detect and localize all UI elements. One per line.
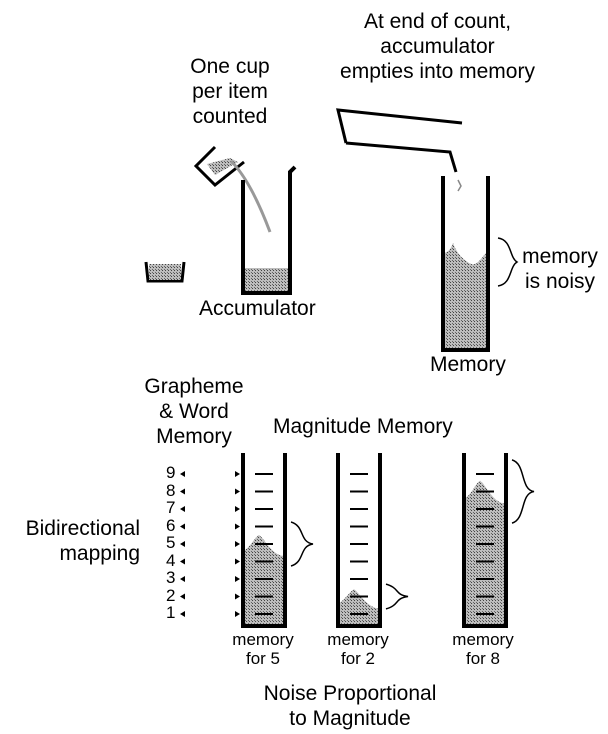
pouring-cup [193,145,272,233]
accumulator-container [241,165,297,295]
memory-container [441,176,519,352]
numeral-1: 1 [166,603,176,622]
arrow-right-9 [235,471,240,477]
numeral-5: 5 [166,533,176,552]
accumulator-label: Accumulator [199,297,316,320]
numeral-2: 2 [166,585,176,605]
arrow-left-2 [180,593,185,600]
numeral-6: 6 [166,515,176,535]
column-fill-8 [466,480,504,625]
mapping-arrows [180,471,240,617]
magnitude-column-5 [241,453,314,628]
magnitude-column-8 [462,453,535,628]
arrow-right-3 [235,576,240,582]
arrow-left-3 [180,576,185,582]
arrow-left-1 [180,611,185,617]
numeral-8: 8 [166,480,176,500]
arrow-right-7 [235,506,240,512]
column-walls-8 [462,453,508,628]
column-walls-5 [241,453,287,628]
noise-curve-5 [290,521,314,567]
arrow-right-5 [235,541,240,547]
memory-label: Memory [430,353,506,376]
arrow-left-8 [180,488,185,495]
noise-curve-2 [385,583,409,610]
magnitude-columns [241,453,535,628]
arrow-right-2 [235,593,240,600]
arrow-left-4 [180,558,185,565]
arrow-right-6 [235,523,240,530]
arrow-right-4 [235,558,240,565]
emptying-accumulator [336,108,463,192]
arrow-left-6 [180,523,185,530]
column-fill-2 [340,589,378,625]
arrow-left-9 [180,471,185,477]
magnitude-column-2 [336,453,409,628]
numeral-4: 4 [166,550,176,570]
column-walls-2 [336,453,382,628]
arrow-left-7 [180,506,185,512]
small-cup [144,261,186,283]
noise-curve-8 [511,459,535,524]
arrow-right-1 [235,611,240,617]
magnitude-title: Magnitude Memory [273,415,453,438]
numeral-7: 7 [166,498,176,517]
numeral-9: 9 [166,463,176,482]
arrow-right-8 [235,488,240,495]
arrow-left-5 [180,541,185,547]
numeral-3: 3 [166,568,176,587]
